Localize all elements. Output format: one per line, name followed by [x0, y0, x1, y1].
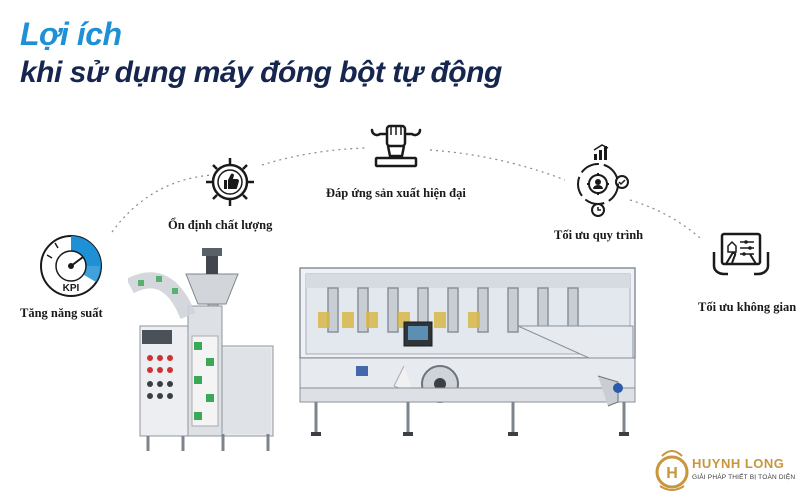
benefit-label-4: Tối ưu quy trình	[554, 228, 644, 242]
benefit-label-3: Đáp ứng sản xuất hiện đại	[326, 186, 466, 200]
dragon-emblem-icon: H	[655, 450, 689, 491]
brand-logo: H HUYNH LONG GIẢI PHÁP THIẾT BỊ TOÀN DIỆ…	[650, 440, 800, 500]
wrench-fist-icon	[368, 122, 424, 170]
gear-thumbs-up-icon	[202, 154, 258, 210]
benefit-label-5: Tối ưu không gian	[698, 300, 797, 314]
heading-title: Lợi ích	[20, 16, 122, 52]
touchscreen-hand-icon	[712, 232, 770, 280]
benefit-label-1: Tăng năng suất	[20, 306, 103, 320]
benefit-label-2: Ổn định chất lượng	[168, 218, 273, 232]
kpi-text: KPI	[63, 283, 80, 294]
svg-text:H: H	[666, 465, 678, 482]
heading-subtitle: khi sử dụng máy đóng bột tự động	[20, 56, 502, 89]
brand-tagline: GIẢI PHÁP THIẾT BỊ TOÀN DIỆN	[692, 474, 796, 481]
horizontal-packing-machine	[299, 267, 636, 436]
kpi-gauge-icon: KPI	[38, 233, 104, 299]
vertical-packing-machine	[128, 248, 274, 451]
process-cycle-icon	[568, 140, 634, 220]
brand-name: HUYNH LONG	[692, 456, 785, 471]
